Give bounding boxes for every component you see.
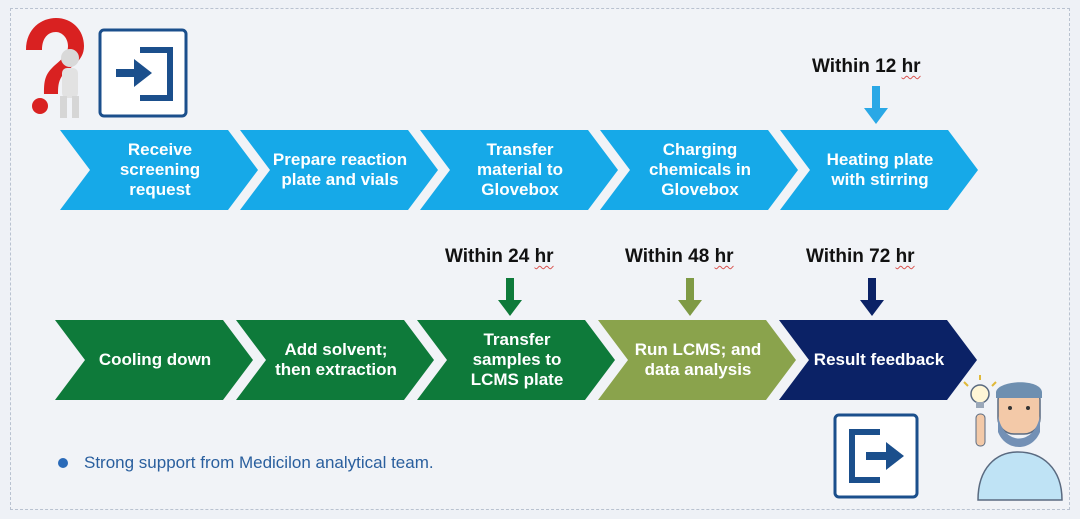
enter-arrow-icon	[98, 28, 188, 118]
timing-48hr: Within 48 hr	[625, 246, 734, 267]
timing-24hr: Within 24 hr	[445, 246, 554, 267]
arrow-down-icon	[678, 278, 702, 316]
bottom-chevron-1	[55, 320, 253, 400]
step-add-solvent: Add solvent; then extraction	[275, 340, 397, 379]
step-heating-plate: Heating plate with stirring	[826, 150, 934, 189]
arrow-down-icon	[860, 278, 884, 316]
bullet-icon	[58, 458, 68, 468]
top-chevron-4	[600, 130, 798, 210]
top-chevron-1	[60, 130, 258, 210]
step-receive-request: Receive screening request	[119, 140, 201, 199]
top-chevron-3	[420, 130, 618, 210]
top-chevron-2	[240, 130, 438, 210]
bottom-chevron-4	[598, 320, 796, 400]
timing-12hr: Within 12 hr	[812, 56, 921, 77]
step-charging-chemicals: Charging chemicals in Glovebox	[648, 140, 752, 199]
arrow-down-icon	[864, 86, 888, 124]
bottom-chevron-5	[779, 320, 977, 400]
bottom-chevron-2	[236, 320, 434, 400]
step-result-feedback: Result feedback	[813, 350, 945, 369]
step-transfer-samples: Transfer samples to LCMS plate	[470, 330, 564, 389]
step-transfer-glovebox: Transfer material to Glovebox	[477, 140, 563, 199]
bottom-chevron-3	[417, 320, 615, 400]
step-prepare-plate: Prepare reaction plate and vials	[272, 150, 408, 189]
step-cooling-down: Cooling down	[98, 350, 212, 369]
timing-72hr: Within 72 hr	[806, 246, 915, 267]
arrow-down-icon	[498, 278, 522, 316]
step-run-lcms: Run LCMS; and data analysis	[634, 340, 762, 379]
top-chevron-5	[780, 130, 978, 210]
man-with-lightbulb-icon	[963, 375, 1063, 501]
exit-arrow-icon	[833, 413, 919, 499]
support-note: Strong support from Medicilon analytical…	[58, 453, 434, 473]
question-mark-figure-icon	[26, 18, 84, 118]
